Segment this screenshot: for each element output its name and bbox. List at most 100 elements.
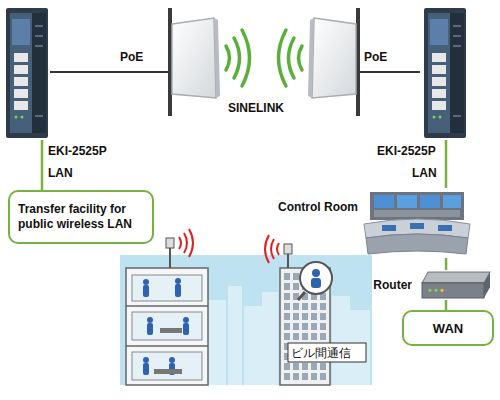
router-device-art bbox=[420, 270, 492, 300]
radio-waves bbox=[226, 30, 302, 86]
node-label: Transfer facility for public wireless LA… bbox=[18, 202, 144, 232]
facility-box: Transfer facility for public wireless LA… bbox=[8, 190, 154, 244]
radio-waves-part bbox=[234, 38, 240, 78]
building-scene-part-part bbox=[271, 239, 274, 259]
radio-waves-part bbox=[226, 46, 230, 70]
building-scene-part-part bbox=[208, 300, 226, 385]
control-room-art-part bbox=[366, 234, 468, 254]
building-scene-part bbox=[126, 305, 208, 307]
building-scene-part-part bbox=[169, 357, 175, 363]
building-scene-part bbox=[126, 268, 208, 385]
switch-device-art-part bbox=[14, 53, 28, 62]
control-room-art-part bbox=[370, 192, 464, 220]
building-scene-part-part bbox=[277, 243, 279, 255]
building-scene-part bbox=[179, 229, 193, 257]
building-scene-part bbox=[298, 292, 305, 300]
router-device-art-part bbox=[440, 289, 443, 292]
switch-device-art-part bbox=[10, 13, 32, 133]
switch-device-art-part bbox=[14, 77, 28, 86]
router-device-art-part bbox=[422, 272, 490, 283]
control-room-art-part bbox=[374, 210, 460, 217]
edge-label: LAN bbox=[48, 166, 73, 180]
antenna-left-part bbox=[214, 18, 220, 98]
switch-device-art-part bbox=[453, 35, 461, 37]
control-room-art bbox=[362, 188, 472, 258]
network-box: WAN bbox=[402, 310, 494, 346]
control-room-art-part bbox=[374, 195, 394, 208]
building-scene-part bbox=[154, 369, 182, 374]
control-room-art-part bbox=[382, 225, 396, 231]
building-scene-part-part bbox=[143, 363, 149, 375]
router-device-art-part bbox=[422, 283, 484, 298]
switch-device-art-part bbox=[450, 13, 464, 133]
switch-device-art-part bbox=[21, 116, 24, 119]
poe-cable-part bbox=[50, 71, 170, 73]
radio-waves-part bbox=[279, 30, 287, 86]
building-scene-part-part bbox=[189, 229, 193, 257]
router-device-art-part bbox=[428, 289, 431, 292]
switch-device-art bbox=[420, 5, 470, 140]
switch-device-art-part bbox=[35, 25, 43, 27]
node-label: WAN bbox=[433, 321, 463, 336]
switch-device-art-part bbox=[14, 101, 28, 110]
switch-device-art-part bbox=[14, 65, 28, 74]
switch-device-art-part bbox=[424, 8, 466, 138]
building-scene-part bbox=[132, 312, 202, 340]
building-scene-part-part bbox=[147, 323, 153, 335]
lan-connector bbox=[41, 140, 44, 190]
switch-device-art-part bbox=[453, 115, 461, 117]
switch-device-art-part bbox=[428, 13, 450, 133]
free-label: SINELINK bbox=[228, 101, 284, 115]
building-scene-part bbox=[132, 352, 202, 380]
free-label: PoE bbox=[364, 50, 387, 64]
switch-device-art-part bbox=[432, 101, 446, 110]
building-scene-part bbox=[120, 255, 372, 385]
poe-cable-part bbox=[358, 71, 420, 73]
building-scene-part bbox=[126, 345, 208, 347]
building-scene-part-part bbox=[183, 323, 189, 335]
building-scene-part bbox=[160, 328, 182, 333]
switch-device-art bbox=[2, 5, 52, 140]
control-room-art-part bbox=[420, 195, 440, 208]
router-device-art-part bbox=[484, 272, 490, 298]
antenna-right-part bbox=[308, 18, 314, 98]
building-scene-part-part bbox=[183, 317, 189, 323]
building-scene-part-part bbox=[332, 296, 350, 385]
switch-device-art-part bbox=[439, 116, 442, 119]
building-scene-part bbox=[311, 278, 321, 288]
building-scene-part bbox=[288, 343, 366, 362]
radio-waves-part bbox=[289, 38, 295, 78]
building-scene-part bbox=[169, 246, 171, 268]
building-scene-part bbox=[284, 244, 292, 254]
building-scene-part-part bbox=[143, 285, 149, 297]
building-scene bbox=[120, 229, 372, 385]
building-scene-part bbox=[300, 262, 332, 294]
switch-device-art-part bbox=[35, 115, 43, 117]
switch-device-art-part bbox=[430, 19, 448, 45]
radio-waves-part bbox=[242, 30, 250, 86]
node-label: Control Room bbox=[278, 200, 358, 214]
antenna-left-part bbox=[172, 18, 216, 98]
building-scene-part-part bbox=[228, 286, 242, 385]
control-room-art-part bbox=[397, 195, 417, 208]
building-scene-part-part bbox=[244, 306, 264, 385]
switch-device-art-part bbox=[15, 116, 18, 119]
edge-label: LAN bbox=[412, 166, 437, 180]
switch-device-art-part bbox=[12, 19, 30, 45]
node-label: EKI-2525P bbox=[377, 144, 436, 158]
switch-device-art-part bbox=[453, 25, 461, 27]
building-scene-part bbox=[132, 275, 202, 301]
antenna-left bbox=[168, 8, 220, 116]
control-room-art-part bbox=[443, 195, 461, 208]
building-scene-part-part bbox=[262, 292, 278, 385]
building-scene-part bbox=[312, 269, 320, 277]
control-room-art-part bbox=[410, 223, 424, 229]
switch-device-art-part bbox=[433, 116, 436, 119]
building-scene-part-part bbox=[184, 233, 187, 253]
node-label: Router bbox=[373, 278, 412, 292]
switch-device-art-part bbox=[432, 53, 446, 62]
switch-device-art-part bbox=[32, 13, 46, 133]
antenna-right bbox=[308, 8, 360, 116]
building-scene-part bbox=[265, 235, 279, 263]
antenna-right-part bbox=[312, 18, 356, 98]
